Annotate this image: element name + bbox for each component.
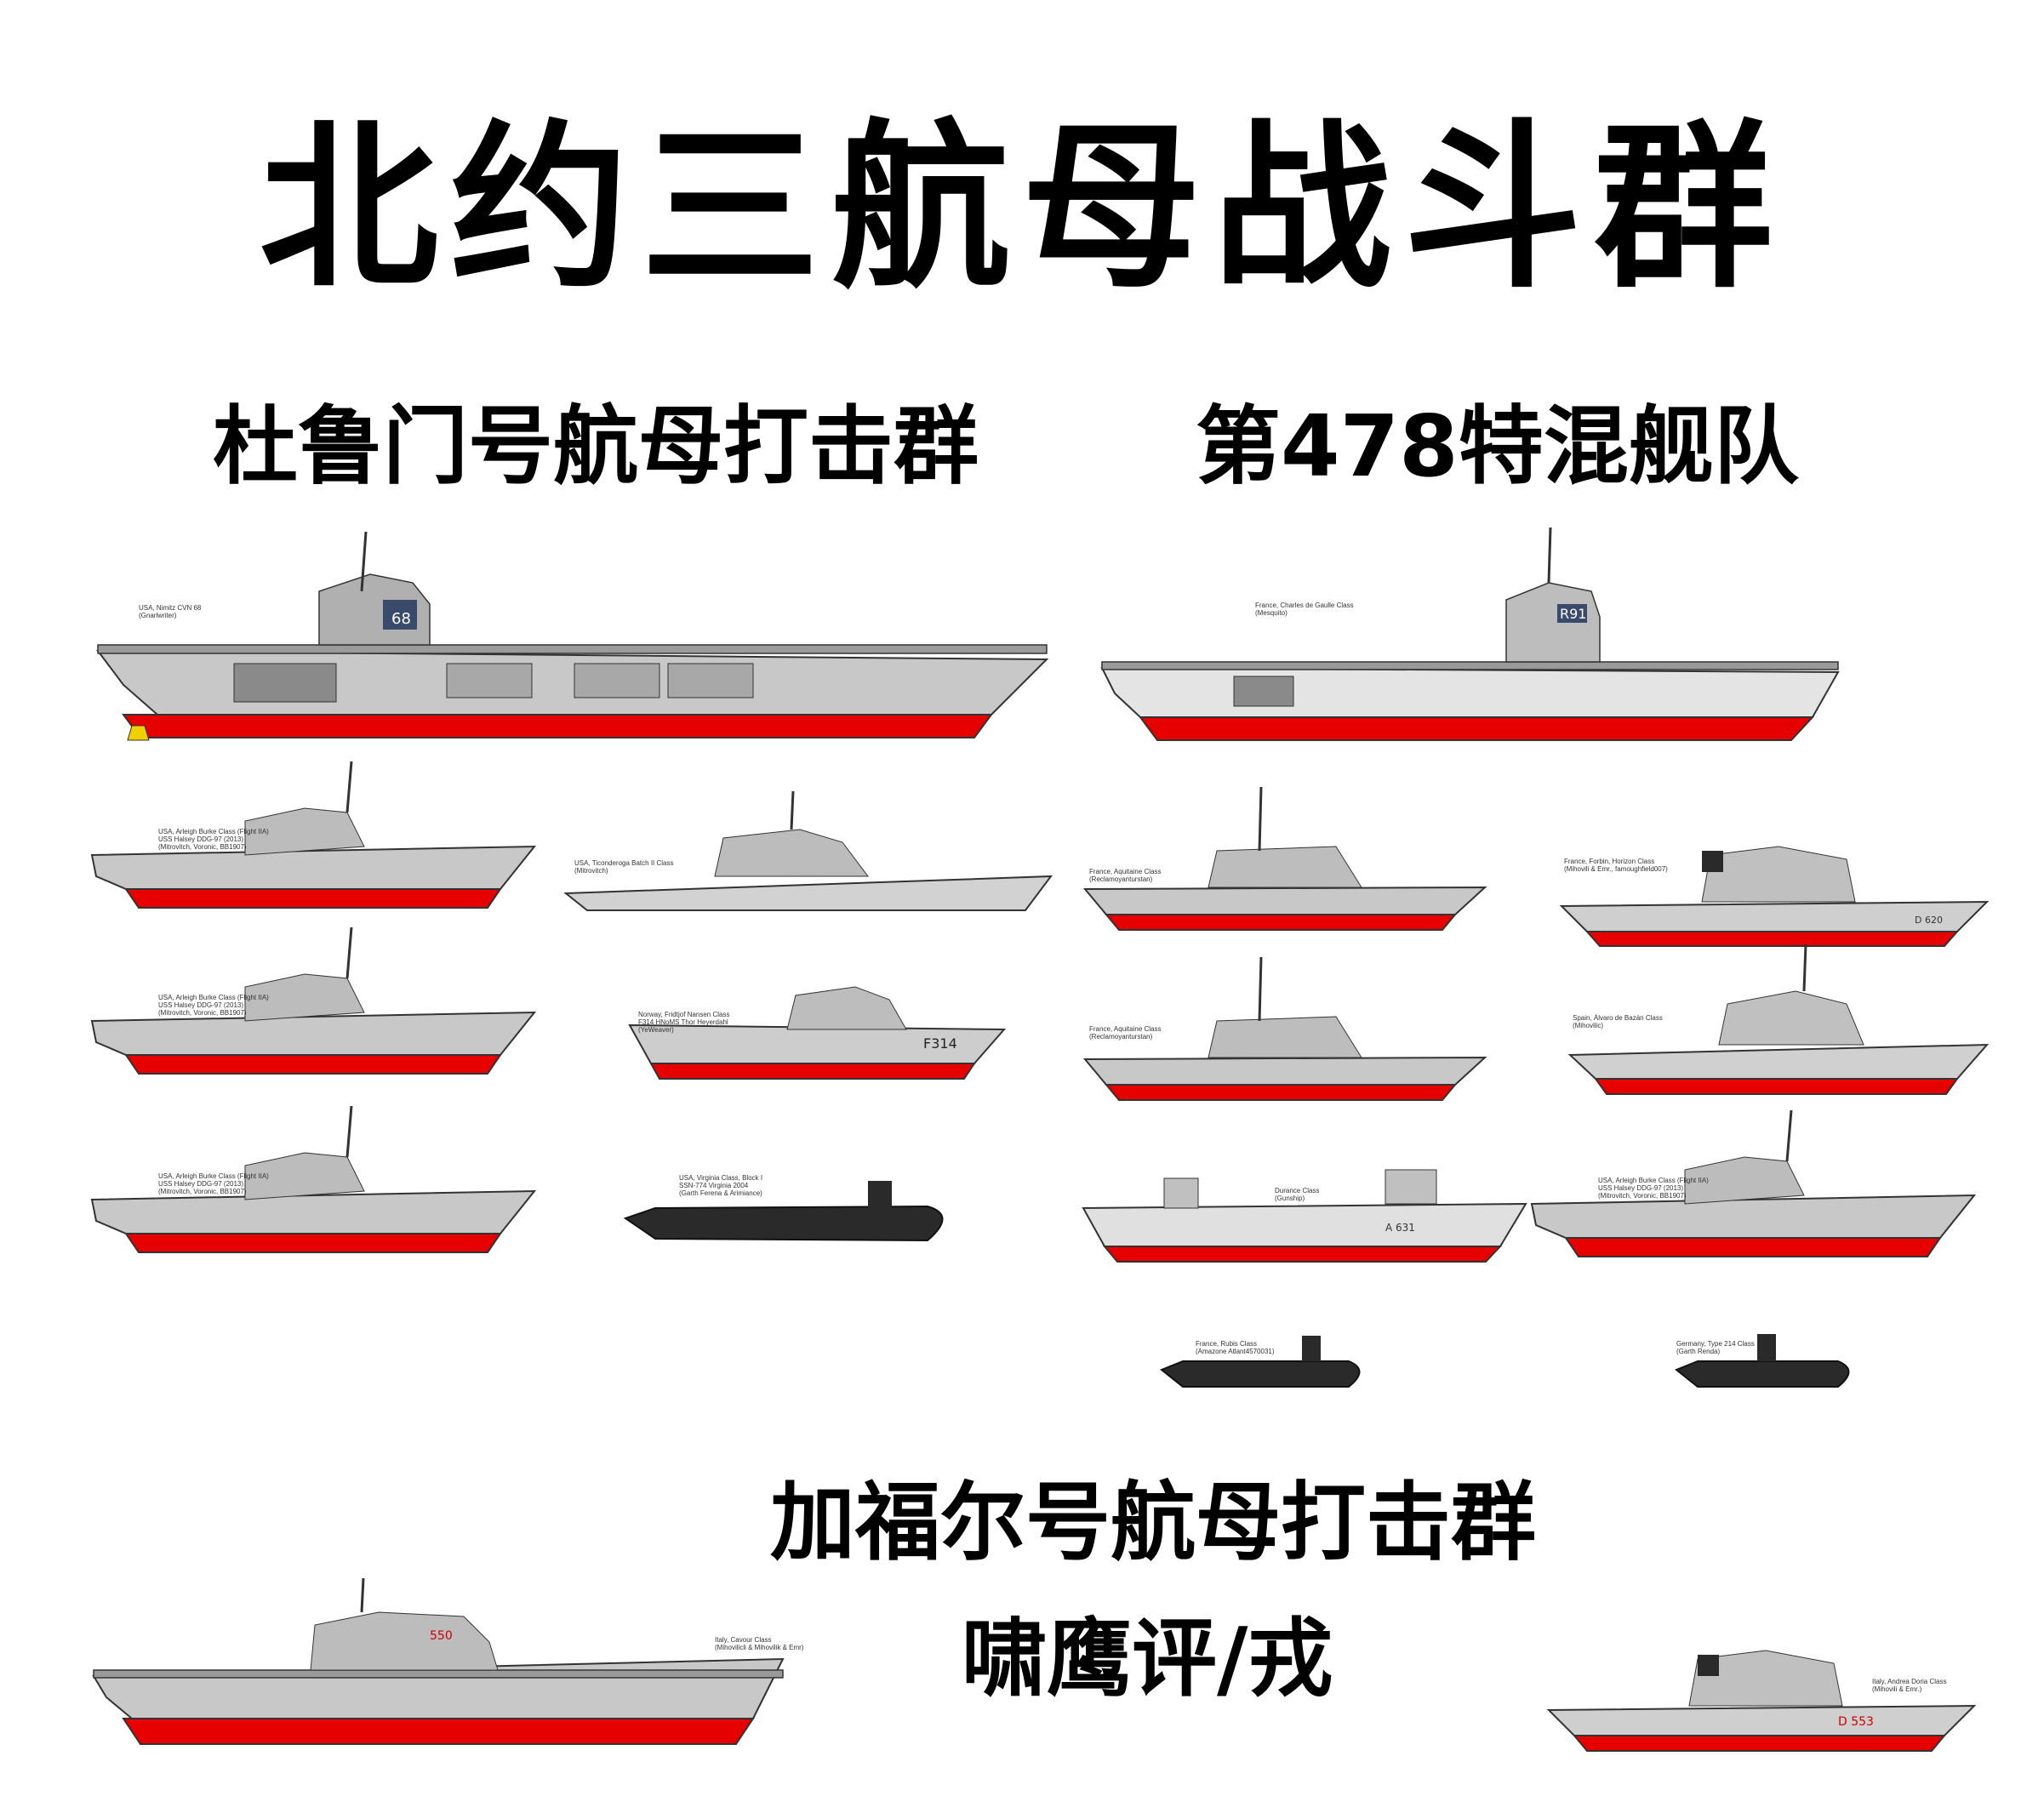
- hull-number-durance: A 631: [1385, 1222, 1415, 1234]
- ship-name: USS Halsey DDG-97 (2013): [158, 835, 244, 844]
- submarine-rubis: France, Rubis Class(Amazone Atlant457003…: [1157, 1323, 1370, 1391]
- destroyer-burke-2: USA, Arleigh Burke Class (Flight IIA)USS…: [90, 926, 539, 1080]
- carrier-nimitz: 68 USA, Nimitz CVN 68(Gnarlwriter): [89, 523, 1051, 744]
- group-title-tf478: 第478特混舰队: [1196, 396, 1799, 496]
- ship-label: Italy, Cavour Class: [715, 1636, 772, 1644]
- destroyer-burke-3: USA, Arleigh Burke Class (Flight IIA)USS…: [90, 1105, 539, 1259]
- ship-credit: (Amazone Atlant4570031): [1196, 1348, 1275, 1356]
- ship-name: USS Halsey DDG-97 (2013): [158, 1001, 244, 1010]
- ship-credit: (Mitrovitch, Voronic, BB1907): [158, 843, 247, 852]
- ship-label: USA, Virginia Class, Block I: [679, 1174, 763, 1182]
- hull-number-horizon: D 620: [1915, 915, 1943, 926]
- group-title-cavour: 加福尔号航母打击群: [770, 1473, 1536, 1572]
- group-title-truman: 杜鲁门号航母打击群: [213, 396, 979, 496]
- ship-credit: (Mihovilicli & Mihovilik & Emr): [715, 1644, 804, 1652]
- ship-label: France, Forbin, Horizon Class: [1564, 858, 1655, 865]
- frigate-aquitaine-2: France, Aquitaine Class(Reclamoyantursta…: [1081, 956, 1489, 1110]
- ship-label: USA, Ticonderoga Batch II Class: [574, 859, 674, 867]
- ship-label: France, Aquitaine Class: [1089, 1025, 1162, 1033]
- ship-label: France, Charles de Gaulle Class: [1255, 601, 1354, 609]
- ship-name: F314 HNoMS Thor Heyerdahl: [638, 1018, 728, 1027]
- ship-label: Germany, Type 214 Class: [1676, 1340, 1755, 1348]
- ship-credit: (Gunship): [1275, 1194, 1305, 1203]
- ship-label: France, Rubis Class: [1196, 1340, 1258, 1348]
- ship-credit: (Mitrovitch, Voronic, BB1907): [158, 1009, 247, 1018]
- ship-label: USA, Arleigh Burke Class (Flight IIA): [158, 1172, 269, 1180]
- ship-label: France, Aquitaine Class: [1089, 868, 1162, 875]
- ship-name: SSN-774 Virginia 2004: [679, 1182, 749, 1190]
- ship-label: Italy, Andrea Doria Class: [1872, 1678, 1947, 1685]
- frigate-alvaro-de-bazan: Spain, Álvaro de Bazán Class(Mihovilic): [1566, 944, 1991, 1097]
- ship-credit: (Gnarlwriter): [139, 612, 177, 620]
- ship-name: USS Halsey DDG-97 (2013): [1598, 1184, 1684, 1193]
- ship-credit: (Mihovilic): [1573, 1022, 1603, 1030]
- ship-credit: (Mitrovitch, Voronic, BB1907): [158, 1188, 247, 1196]
- ship-credit: (Reclamoyanturstan): [1089, 875, 1153, 884]
- ship-credit: (Mihovili & Emr.): [1872, 1685, 1922, 1694]
- ship-label: Durance Class: [1275, 1187, 1320, 1194]
- ship-credit: (Reclamoyanturstan): [1089, 1033, 1153, 1041]
- replenishment-ship-durance: A 631 Durance Class(Gunship): [1079, 1153, 1530, 1263]
- ship-label: USA, Arleigh Burke Class (Flight IIA): [158, 994, 269, 1001]
- carrier-cavour: 550 Italy, Cavour Class(Mihovilicli & Mi…: [89, 1577, 803, 1748]
- cruiser-ticonderoga: USA, Ticonderoga Batch II Class(Mitrovit…: [562, 790, 1055, 919]
- ship-credit: (Mihovili & Emr., famoughfield007): [1564, 865, 1668, 874]
- hull-number-cdg: R91: [1560, 606, 1586, 622]
- destroyer-horizon: D 620 France, Forbin, Horizon Class(Miho…: [1557, 808, 1991, 953]
- submarine-type-214: Germany, Type 214 Class(Garth Renda): [1672, 1327, 1859, 1391]
- frigate-aquitaine-1: France, Aquitaine Class(Reclamoyantursta…: [1081, 786, 1489, 940]
- ship-label: Norway, Fridtjof Nansen Class: [638, 1011, 730, 1018]
- ship-label: USA, Arleigh Burke Class (Flight IIA): [1598, 1177, 1709, 1184]
- carrier-charles-de-gaulle: R91 France, Charles de Gaulle Class(Mesq…: [1098, 523, 1847, 744]
- destroyer-burke-1: USA, Arleigh Burke Class (Flight IIA)USS…: [90, 761, 539, 915]
- ship-credit: (Garth Ferena & Arimiance): [679, 1189, 762, 1198]
- ship-label: USA, Arleigh Burke Class (Flight IIA): [158, 828, 269, 835]
- hull-number-cavour: 550: [430, 1629, 453, 1643]
- ship-credit: (Mesquito): [1255, 609, 1287, 618]
- ship-label: Spain, Álvaro de Bazán Class: [1573, 1014, 1663, 1022]
- ship-credit: (Mitrovitch, Voronic, BB1907): [1598, 1192, 1687, 1200]
- ship-name: USS Halsey DDG-97 (2013): [158, 1180, 244, 1189]
- page-title: 北约三航母战斗群: [259, 104, 1784, 312]
- ship-credit: (Garth Renda): [1676, 1348, 1721, 1356]
- hull-number-nimitz: 68: [391, 610, 411, 628]
- hull-number-doria: D 553: [1838, 1715, 1874, 1729]
- hull-number-nansen: F314: [923, 1035, 957, 1052]
- ship-label: USA, Nimitz CVN 68: [139, 604, 202, 612]
- author-credit: 啸鹰评/戎: [962, 1609, 1333, 1708]
- destroyer-andrea-doria: D 553 Italy, Andrea Doria Class(Mihovili…: [1544, 1616, 1978, 1761]
- destroyer-burke-4: USA, Arleigh Burke Class (Flight IIA)USS…: [1530, 1109, 1978, 1263]
- ship-credit: (YeWeaver): [638, 1026, 674, 1035]
- ship-credit: (Mitrovitch): [574, 867, 608, 875]
